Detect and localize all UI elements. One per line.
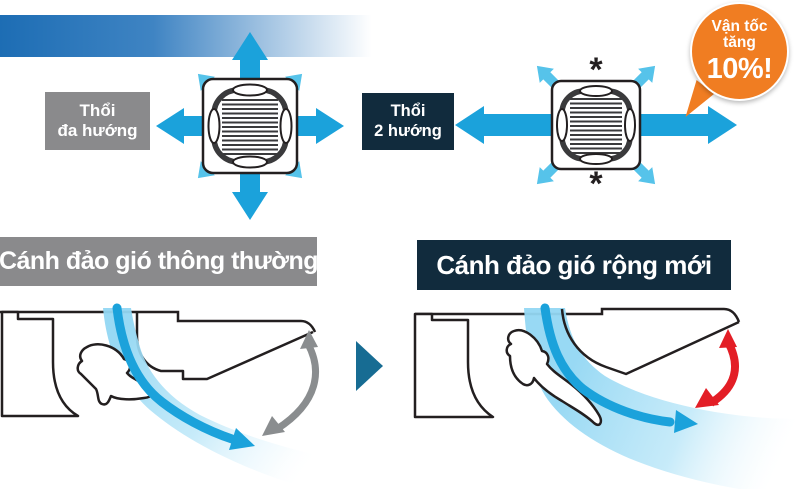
ceiling-line <box>415 307 741 323</box>
swing-range-arrow-red <box>695 329 739 408</box>
unit-grille <box>222 99 278 155</box>
airflow-core-arrow <box>112 303 237 444</box>
two-direction-label-line2: 2 hướng <box>374 121 442 140</box>
multi-direction-label: Thổi đa hướng <box>45 92 150 150</box>
speed-bubble-line2: tăng <box>723 34 756 52</box>
swing-range-arrow-gray <box>262 330 319 436</box>
speed-bubble: Vận tốc tăng 10%! <box>690 2 789 101</box>
two-direction-label-line1: Thổi <box>390 101 426 120</box>
duct-body <box>0 310 80 418</box>
louver-vane <box>505 328 603 427</box>
unit-grille <box>570 98 622 154</box>
new-wide-louver-header: Cánh đảo gió rộng mới <box>417 240 731 290</box>
duct-body <box>413 312 495 419</box>
airflow-right-big-arrow <box>628 106 737 144</box>
airflow-core-arrowhead <box>229 428 255 450</box>
cassette-unit-top-view <box>550 79 642 171</box>
multi-direction-label-line2: đa hướng <box>57 121 138 140</box>
conventional-louver-diagram <box>0 303 340 486</box>
conventional-louver-header: Cánh đảo gió thông thường <box>0 237 319 286</box>
new-wide-louver-diagram <box>413 303 798 489</box>
cassette-unit-top-view <box>201 77 299 175</box>
speed-bubble-line1: Vận tốc <box>711 18 768 36</box>
unit-louvers <box>207 83 293 169</box>
airflow-up-arrow <box>232 32 268 90</box>
speed-bubble-value: 10%! <box>706 52 773 85</box>
airflow-left-big-arrow <box>455 106 564 144</box>
ceiling-line <box>0 310 317 333</box>
airflow-left-arrow <box>156 108 210 144</box>
two-direction-label: Thổi 2 hướng <box>362 93 454 150</box>
multi-direction-unit-diagram <box>156 32 344 220</box>
ceiling-gradient-bar <box>0 15 383 57</box>
airflow-band <box>524 308 798 489</box>
two-direction-unit-diagram <box>455 65 737 185</box>
airflow-right-arrow <box>290 108 344 144</box>
multi-direction-label-line1: Thổi <box>79 100 116 120</box>
unit-louvers <box>556 85 636 165</box>
panel-outline <box>560 308 740 376</box>
airflow-down-arrow <box>232 166 268 220</box>
airflow-core-arrowhead <box>674 410 698 433</box>
asterisk-bottom: * <box>589 165 603 203</box>
airflow-core-arrow <box>540 303 675 427</box>
separator-right-triangle-icon <box>356 341 383 391</box>
airflow-cardinal-arrows <box>156 32 344 220</box>
asterisk-top: * <box>589 51 603 89</box>
